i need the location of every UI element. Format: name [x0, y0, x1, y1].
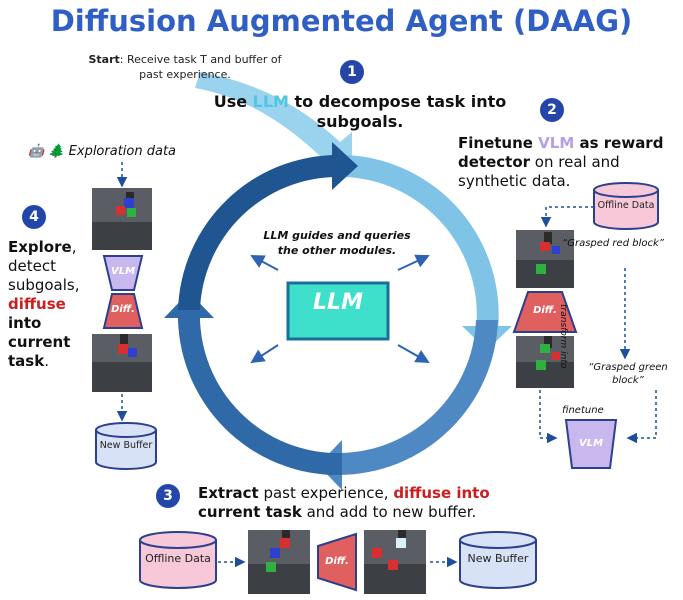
offline-to-image-arrow — [540, 206, 594, 228]
grasped-green-quote: “Grasped green block” — [588, 362, 668, 386]
step2-vlm: VLM — [538, 134, 575, 152]
spoke-ur — [397, 254, 430, 271]
image-to-vlm-arrow — [539, 390, 558, 444]
exploration-data-label: 🤖 🌲 Exploration data — [28, 144, 176, 159]
offline-data-right — [593, 182, 659, 230]
vlm-label-left: VLM — [110, 266, 136, 277]
diff-label-bottom: Diff. — [325, 556, 349, 567]
step4-c: into current task — [8, 314, 71, 370]
llm-box-label: LLM — [313, 290, 363, 315]
step3-c: current task — [198, 503, 302, 521]
new-buffer-left — [95, 422, 157, 470]
step-number-1: 1 — [340, 60, 364, 84]
robot-image-right-top — [516, 230, 574, 288]
step3-text: Extract past experience, diffuse into cu… — [198, 484, 528, 522]
new-buffer-left-label: New Buffer — [99, 440, 153, 451]
robot-image-right-bottom — [516, 336, 574, 388]
cycle-arc-right — [346, 155, 499, 330]
step1-llm: LLM — [252, 92, 289, 111]
step2-text: Finetune VLM as reward detector on real … — [458, 134, 673, 191]
robot-image-left-bottom — [92, 334, 152, 392]
step4-d: . — [44, 352, 49, 370]
robot-image-bottom-left — [248, 530, 310, 594]
vlm-trapezoid-right — [564, 419, 618, 469]
cycle-arrowhead-top — [332, 142, 358, 190]
cycle-arc-top — [178, 155, 338, 310]
grasped-red-quote: “Grasped red block” — [562, 238, 664, 249]
step2-a: Finetune — [458, 134, 539, 152]
step3-b: past experience, — [258, 484, 394, 502]
step4-diffuse: diffuse — [8, 295, 66, 313]
finetune-label: finetune — [562, 405, 604, 416]
step2-c: on real and synthetic data. — [458, 153, 620, 190]
quote-to-vlm-arrow — [626, 390, 657, 444]
step1-text: Use LLM to decompose task into subgoals. — [210, 92, 510, 132]
step-number-3: 3 — [156, 484, 180, 508]
step-number-4: 4 — [22, 205, 46, 229]
llm-box — [286, 281, 390, 341]
new-buffer-bottom-label: New Buffer — [467, 552, 529, 565]
spoke-lr — [397, 344, 430, 363]
transform-into-label: transform into — [558, 304, 568, 369]
step3-a: Extract — [198, 484, 259, 502]
step1-b: to decompose task into subgoals. — [288, 92, 507, 131]
step3-diffuse: diffuse into — [393, 484, 490, 502]
diff-label-right: Diff. — [533, 305, 557, 316]
diff-label-left: Diff. — [111, 304, 135, 315]
step4-text: Explore, detect subgoals, diffuse into c… — [8, 238, 98, 371]
step3-d: and add to new buffer. — [301, 503, 477, 521]
step4-a: Explore — [8, 238, 72, 256]
cycle-arc-left — [177, 310, 342, 476]
step-number-2: 2 — [540, 98, 564, 122]
robot-image-left-top — [92, 188, 152, 250]
robot-tree-icon: 🤖 🌲 — [28, 144, 65, 159]
start-text: Start: Receive task T and buffer of past… — [80, 52, 290, 82]
cycle-arc-bottom — [338, 320, 498, 475]
vlm-label-right: VLM — [578, 438, 604, 449]
offline-data-bottom — [139, 531, 217, 589]
llm-guides-text: LLM guides and queries the other modules… — [263, 229, 411, 257]
start-desc: : Receive task T and buffer of past expe… — [119, 53, 282, 81]
new-buffer-bottom — [459, 531, 537, 589]
spoke-ul — [250, 255, 279, 271]
diff-hourglass-bottom — [102, 293, 144, 329]
offline-data-bottom-label: Offline Data — [145, 552, 211, 565]
step2-b: as reward detector — [458, 134, 664, 171]
robot-image-bottom-right — [364, 530, 426, 594]
page-title: Diffusion Augmented Agent (DAAG) — [50, 4, 633, 38]
vlm-hourglass-top — [102, 255, 144, 291]
exploration-text: Exploration data — [68, 144, 177, 159]
diff-trapezoid-bottom — [317, 532, 357, 592]
step4-b: , detect subgoals, — [8, 238, 80, 294]
start-label: Start — [88, 53, 120, 66]
start-arrow — [195, 72, 352, 172]
diff-trapezoid-right — [512, 291, 578, 333]
spoke-ll — [250, 344, 279, 364]
offline-data-right-label: Offline Data — [597, 200, 655, 211]
step1-a: Use — [213, 92, 253, 111]
